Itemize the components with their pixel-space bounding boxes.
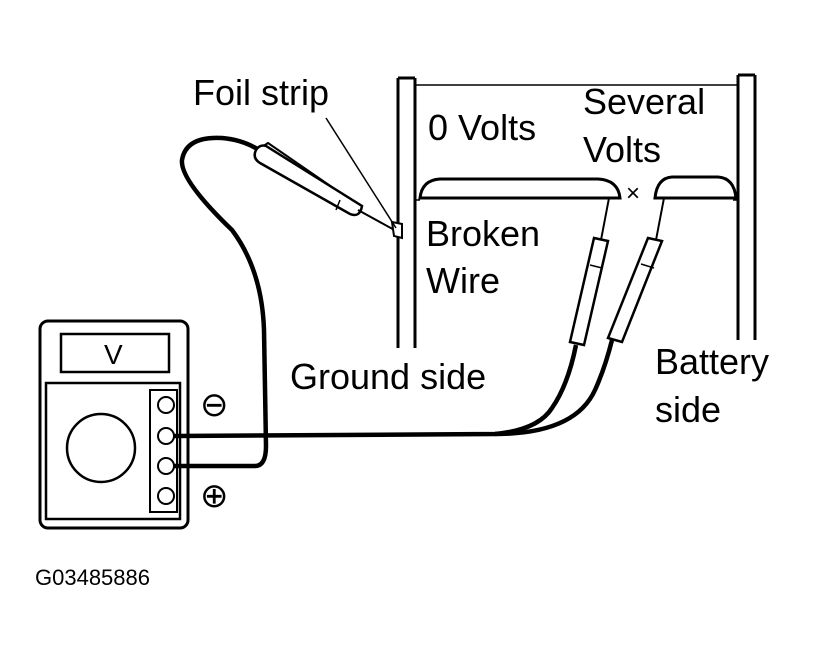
meter-jack-2 <box>157 427 175 445</box>
plus-symbol: ⊕ <box>200 477 229 515</box>
figure-code: G03485886 <box>35 565 150 590</box>
ground-side-label: Ground side <box>290 356 486 397</box>
ground-side-post <box>396 76 417 348</box>
second-probe-lead <box>494 339 615 437</box>
battery-side-label-line2: side <box>655 389 721 430</box>
break-mark: × <box>626 180 640 207</box>
meter-dial <box>65 412 137 484</box>
ground-side-probe <box>568 197 610 347</box>
meter-jack-3 <box>157 457 175 475</box>
positive-lead <box>174 135 269 469</box>
battery-side-post <box>736 73 757 340</box>
zero-volts-label: 0 Volts <box>428 107 536 148</box>
broken-wire-label-line1: Broken <box>426 213 540 254</box>
wire-line <box>415 84 738 201</box>
broken-wire-label-line2: Wire <box>426 260 500 301</box>
broken-wire-right-segment <box>653 175 738 200</box>
voltmeter <box>38 319 190 530</box>
foil-strip-label: Foil strip <box>193 72 329 113</box>
meter-jack-1 <box>157 396 175 414</box>
battery-side-probe <box>606 197 665 344</box>
broken-wire-left-segment <box>418 177 622 200</box>
meter-display <box>59 332 171 374</box>
foil-strip-leader <box>325 117 397 229</box>
minus-symbol: ⊖ <box>200 386 229 424</box>
meter-display-text: V <box>104 339 123 370</box>
battery-side-label-line1: Battery <box>655 341 769 382</box>
several-volts-label-line1: Several <box>583 81 705 122</box>
meter-jack-4 <box>157 487 175 505</box>
several-volts-label-line2: Volts <box>583 129 661 170</box>
foil-strip-probe <box>253 141 403 240</box>
